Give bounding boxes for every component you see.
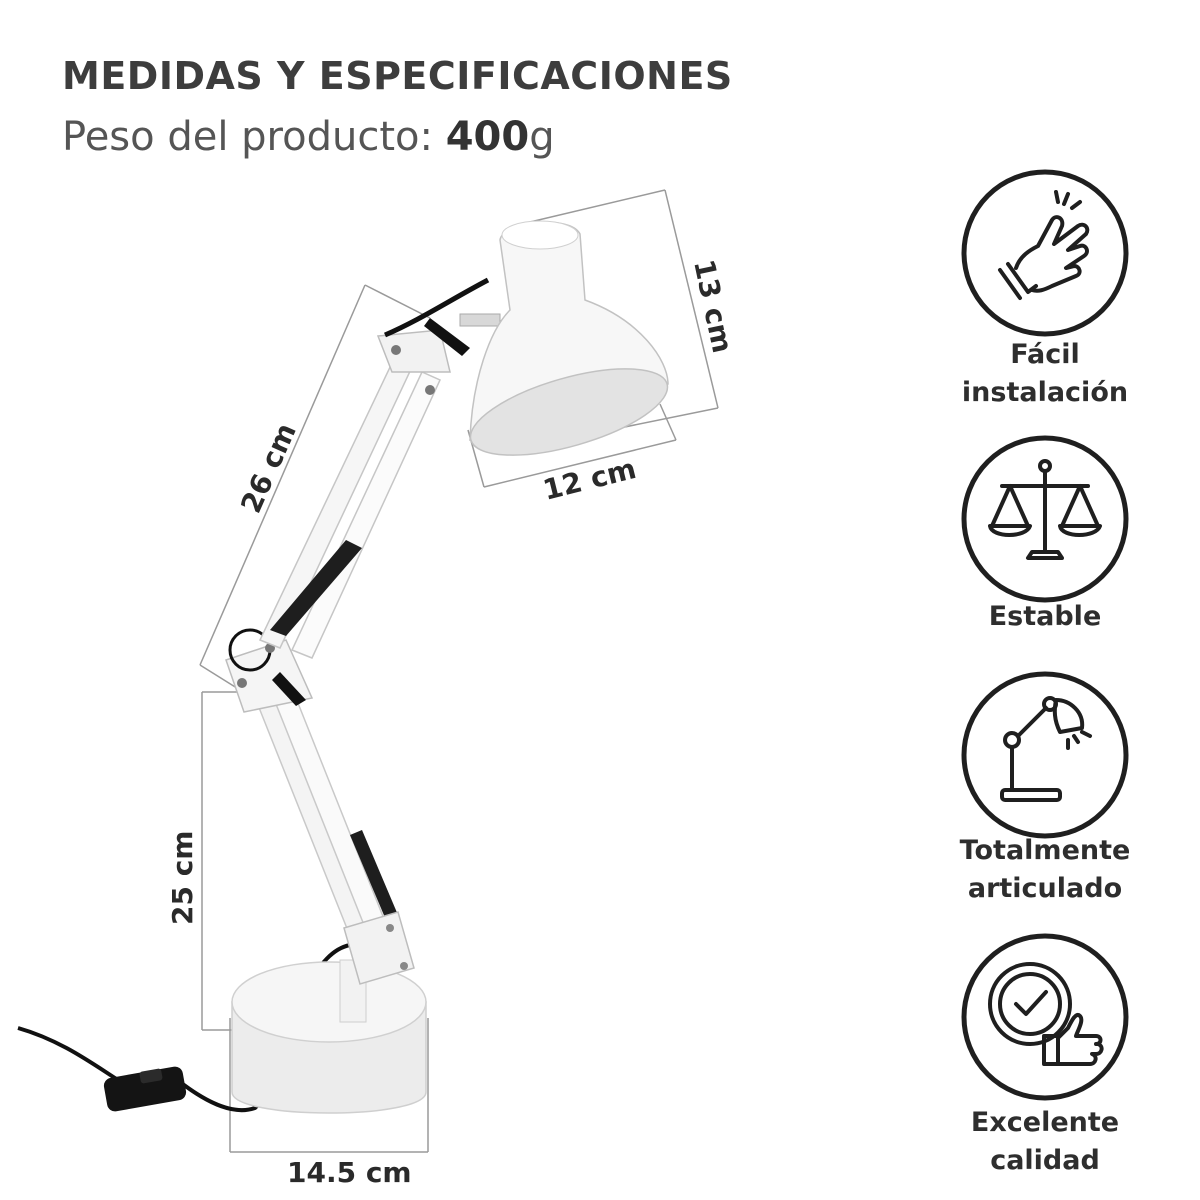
feature-quality-line1: Excelente [970, 1107, 1120, 1138]
feature-label-articulated: Totalmente articulado [930, 832, 1160, 908]
upper-arm [258, 329, 451, 659]
elbow-joint [225, 628, 314, 713]
product-weight: Peso del producto: 400g [62, 114, 555, 160]
feature-quality-line2: calidad [990, 1145, 1100, 1176]
desk-lamp-icon [961, 671, 1129, 839]
lamp-shade [469, 220, 669, 456]
weight-value: 400 [445, 114, 530, 160]
balance-scale-icon [961, 435, 1129, 603]
feature-articulated-line2: articulado [967, 873, 1123, 904]
weight-label: Peso del producto: [62, 114, 433, 160]
dim-lower-arm: 25 cm [166, 831, 199, 926]
dim-base: 14.5 cm [287, 1156, 412, 1189]
feature-label-stable: Estable [930, 598, 1160, 636]
dimension-lines [199, 189, 719, 1153]
dim-head-height: 13 cm [687, 257, 739, 356]
hand-tap-icon [961, 169, 1129, 337]
weight-unit: g [529, 114, 555, 160]
lamp-base [231, 959, 427, 1114]
page-title: MEDIDAS Y ESPECIFICACIONES [62, 54, 733, 98]
feature-articulated-line1: Totalmente [959, 835, 1131, 866]
feature-stable-line1: Estable [988, 601, 1102, 632]
feature-install-line1: Fácil [1010, 339, 1080, 370]
dim-head-width: 12 cm [540, 452, 640, 507]
cord-switch [103, 1066, 187, 1112]
lower-arm [251, 677, 415, 985]
feature-install-line2: instalación [961, 377, 1129, 408]
dim-upper-arm: 26 cm [234, 418, 303, 518]
quality-check-thumb-icon [961, 933, 1129, 1101]
head-joint [384, 277, 501, 356]
feature-label-install: Fácil instalación [930, 336, 1160, 412]
feature-label-quality: Excelente calidad [930, 1104, 1160, 1180]
